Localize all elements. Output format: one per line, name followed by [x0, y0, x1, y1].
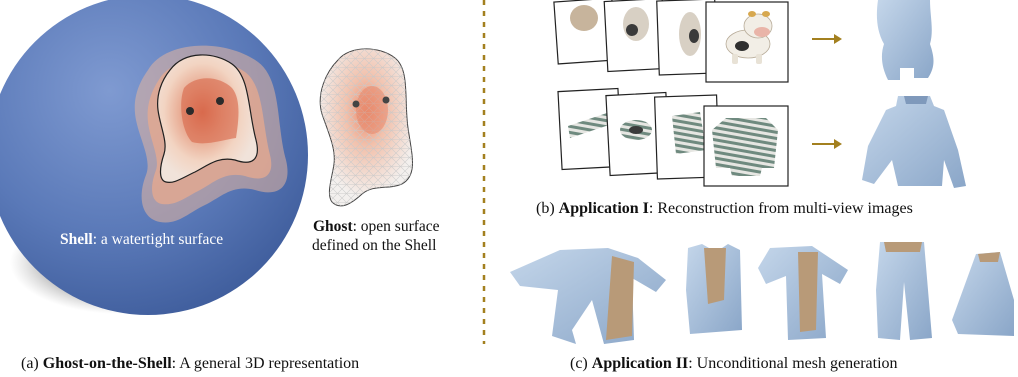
cow-row: [553, 0, 934, 83]
panel-a: Shell: a watertight surface Ghost: open …: [0, 0, 440, 372]
sweater-row: [557, 87, 966, 188]
open-jacket-icon: [510, 248, 666, 344]
panel-b: (b) Application I: Reconstruction from m…: [536, 0, 966, 217]
ghost-label-line-1: Ghost: open surface: [313, 218, 440, 235]
cow-mesh-icon: [876, 0, 934, 80]
arrow-icon: [812, 139, 842, 149]
sweater-mesh-icon: [862, 96, 966, 188]
ghost-label-line-2: defined on the Shell: [312, 237, 436, 254]
shirt-icon: [758, 246, 848, 340]
ghost-on-shell: [134, 45, 288, 223]
caption-b: (b) Application I: Reconstruction from m…: [536, 200, 913, 217]
ghost-standalone-icon: [319, 48, 413, 207]
vest-icon: [686, 244, 742, 334]
caption-a: (a) Ghost-on-the-Shell: A general 3D rep…: [21, 355, 359, 372]
caption-c: (c) Application II: Unconditional mesh g…: [570, 355, 898, 372]
ghost-eye-left: [186, 107, 194, 115]
ghost-eye-right: [216, 97, 224, 105]
trousers-icon: [876, 242, 932, 340]
shell-label: Shell: a watertight surface: [60, 231, 223, 248]
arrow-icon: [812, 34, 842, 44]
panel-c: (c) Application II: Unconditional mesh g…: [510, 242, 1014, 372]
skirt-icon: [952, 252, 1014, 336]
